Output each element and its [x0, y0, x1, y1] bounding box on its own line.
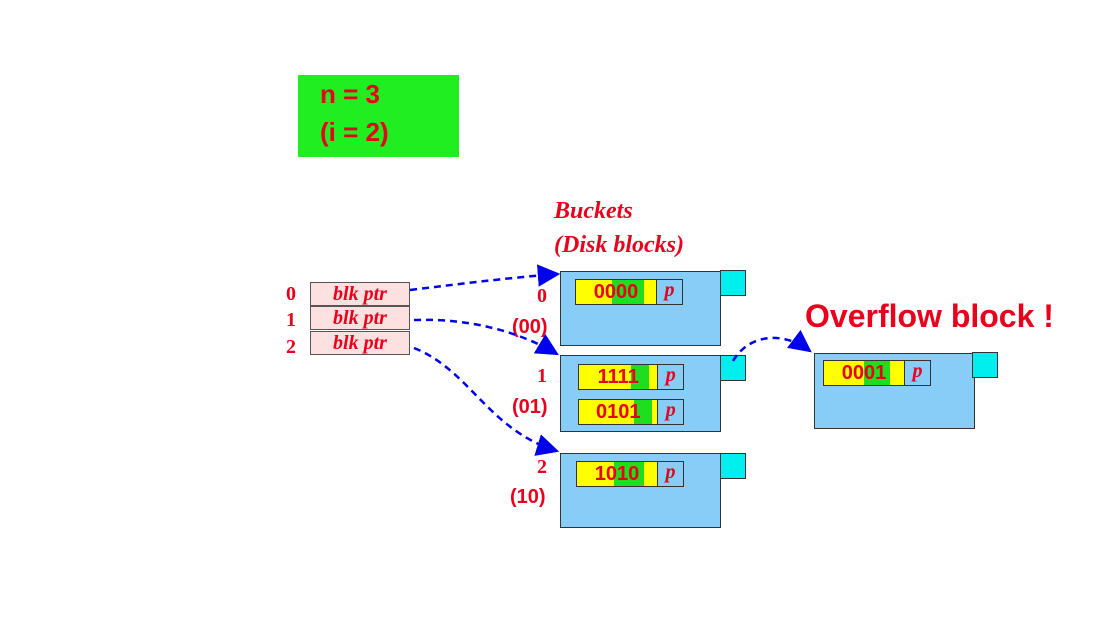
overflow-record: 0001 p [823, 360, 931, 386]
bucket-2-flag [720, 453, 746, 479]
overflow-title: Overflow block ! [805, 298, 1054, 334]
bucket-2-number: 2 [537, 456, 547, 478]
i-value: (i = 2) [320, 117, 389, 147]
record-pointer: p [656, 280, 682, 304]
n-value: n = 3 [320, 79, 380, 109]
dir-index-2: 2 [286, 336, 296, 358]
bucket-0-flag [720, 270, 746, 296]
record-key: 1111 [579, 365, 657, 389]
record-pointer: p [904, 361, 930, 385]
buckets-subtitle: (Disk blocks) [554, 232, 684, 258]
arrow-bucket1-overflow [731, 329, 812, 362]
record-key: 0101 [579, 400, 657, 424]
buckets-title: Buckets [554, 198, 633, 224]
arrow-dir1-bucket1 [413, 318, 559, 356]
bucket-1-code: (01) [512, 396, 548, 418]
record-pointer: p [657, 400, 683, 424]
record-pointer: p [657, 462, 683, 486]
bucket-0-number: 0 [537, 285, 547, 307]
info-box: n = 3 (i = 2) [298, 75, 459, 157]
bucket-1-record-0: 1111 p [578, 364, 684, 390]
bucket-1-record-1: 0101 p [578, 399, 684, 425]
dir-index-0: 0 [286, 283, 296, 305]
record-key: 1010 [577, 462, 657, 486]
record-pointer: p [657, 365, 683, 389]
dir-cell-2: blk ptr [310, 331, 410, 355]
bucket-0-record: 0000 p [575, 279, 683, 305]
arrow-dir0-bucket0 [409, 264, 561, 292]
bucket-1-flag [720, 355, 746, 381]
dir-index-1: 1 [286, 309, 296, 331]
bucket-2-code: (10) [510, 486, 546, 508]
overflow-bucket-flag [972, 352, 998, 378]
bucket-1-number: 1 [537, 365, 547, 387]
bucket-2-record: 1010 p [576, 461, 684, 487]
bucket-0-code: (00) [512, 316, 548, 338]
dir-cell-0: blk ptr [310, 282, 410, 306]
arrow-dir2-bucket2 [413, 346, 560, 456]
record-key: 0000 [576, 280, 656, 304]
dir-cell-1: blk ptr [310, 306, 410, 330]
record-key: 0001 [824, 361, 904, 385]
